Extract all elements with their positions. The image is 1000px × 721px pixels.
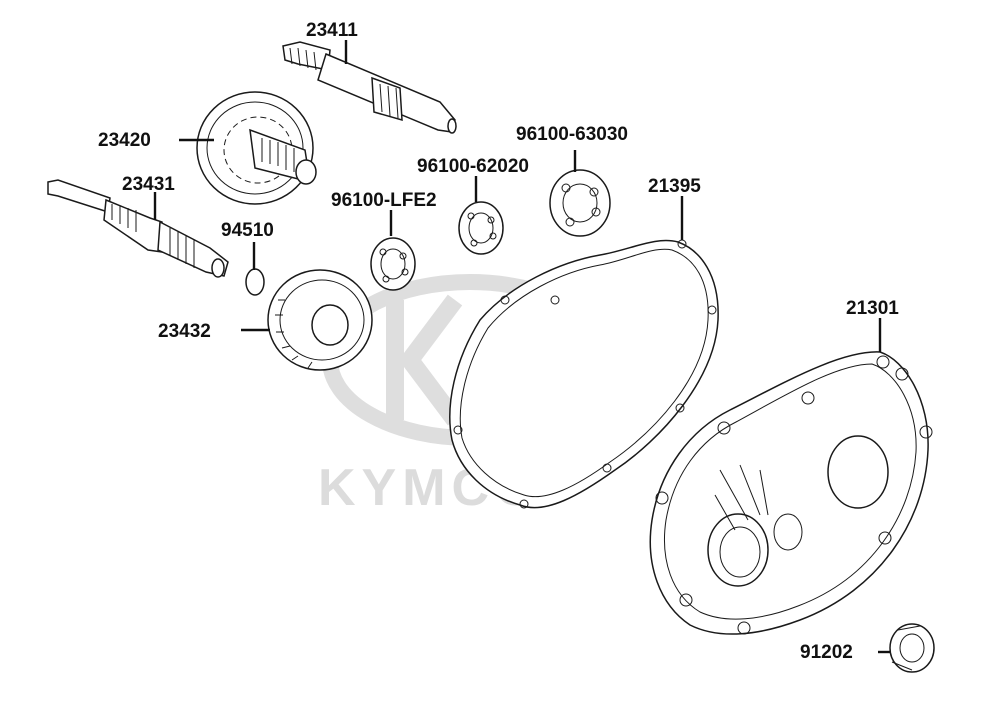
label-91202: 91202	[800, 642, 853, 663]
oil-seal-91202[interactable]	[889, 623, 935, 673]
label-23432: 23432	[158, 321, 211, 342]
label-21301: 21301	[846, 298, 899, 319]
label-23420: 23420	[98, 130, 151, 151]
label-96100-62020: 96100-62020	[417, 156, 529, 177]
bearing-96100-62020[interactable]	[458, 201, 504, 255]
label-23431: 23431	[122, 174, 175, 195]
label-21395: 21395	[648, 176, 701, 197]
bearing-96100-63030[interactable]	[549, 169, 611, 237]
bearing-96100-lfe2[interactable]	[370, 237, 416, 291]
label-94510: 94510	[221, 220, 274, 241]
part-labels: 23411 23420 23431 94510 23432 96100-LFE2…	[98, 20, 899, 663]
leader-lines	[153, 40, 890, 654]
gear-23432[interactable]	[267, 269, 373, 371]
shaft-23431[interactable]	[47, 179, 229, 278]
label-23411: 23411	[306, 20, 358, 41]
gasket-21395[interactable]	[449, 239, 719, 509]
circlip-94510[interactable]	[245, 268, 265, 296]
label-96100-lfe2: 96100-LFE2	[331, 190, 437, 211]
label-96100-63030: 96100-63030	[516, 124, 628, 145]
shaft-23411[interactable]	[282, 41, 457, 134]
cover-21301[interactable]	[649, 351, 933, 635]
gear-23420[interactable]	[196, 91, 317, 205]
